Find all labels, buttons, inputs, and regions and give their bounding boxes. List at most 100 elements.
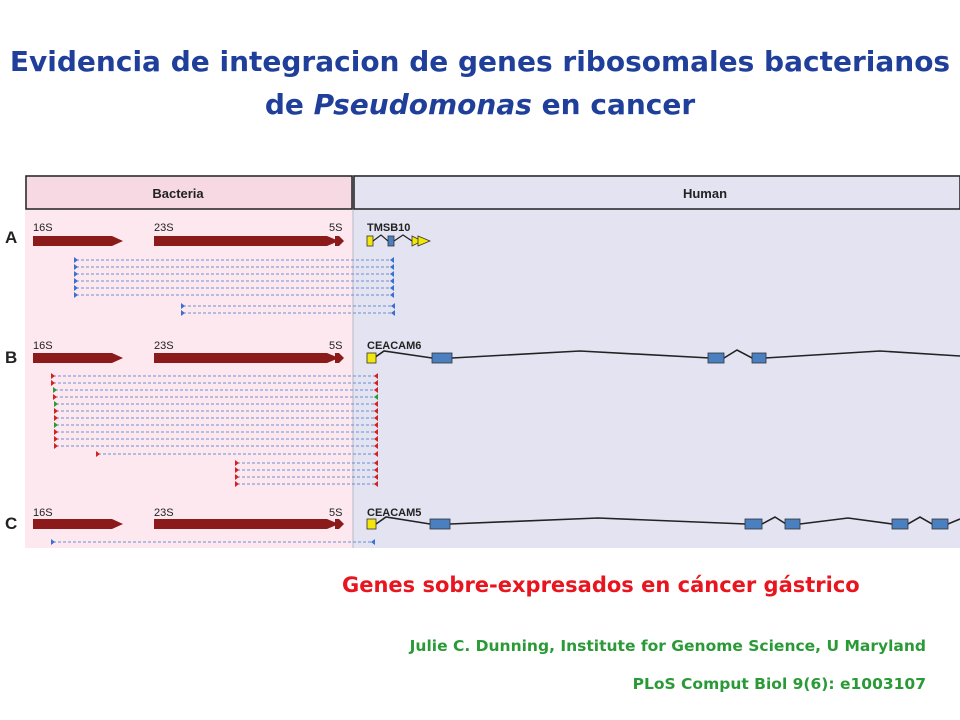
human-gene-label-c: CEACAM5 bbox=[367, 507, 421, 519]
title-line-2-suffix: en cancer bbox=[531, 88, 696, 121]
read-end bbox=[374, 429, 378, 435]
title-line-2: de Pseudomonas en cancer bbox=[0, 83, 960, 126]
read-end bbox=[235, 481, 239, 487]
read-end bbox=[74, 257, 78, 263]
panel-letter-c: C bbox=[5, 514, 17, 533]
read-end bbox=[54, 436, 58, 442]
page-title: Evidencia de integracion de genes riboso… bbox=[0, 40, 960, 126]
utr-arrow-a bbox=[411, 235, 423, 247]
read-ends-a bbox=[74, 257, 395, 316]
human-gene-label-a: TMSB10 bbox=[367, 222, 410, 234]
exon-b2 bbox=[707, 352, 725, 364]
read-end bbox=[374, 387, 378, 393]
utr-box-a bbox=[366, 235, 374, 247]
read-end bbox=[390, 278, 394, 284]
read-end bbox=[374, 436, 378, 442]
read-end bbox=[181, 310, 185, 316]
arrow-23s-b bbox=[154, 353, 339, 363]
read-end bbox=[390, 264, 394, 270]
read-end bbox=[374, 422, 378, 428]
panel-b: B 16S 23S 5S CEACAM6 bbox=[5, 340, 960, 487]
exon-c1 bbox=[429, 518, 451, 530]
bacteria-header bbox=[25, 175, 353, 210]
credit-reference: PLoS Comput Biol 9(6): e1003107 bbox=[632, 675, 926, 693]
label-5s-b: 5S bbox=[329, 340, 342, 352]
read-end bbox=[390, 292, 394, 298]
credit-author: Julie C. Dunning, Institute for Genome S… bbox=[409, 637, 926, 655]
label-23s-c: 23S bbox=[154, 507, 174, 519]
utr-box-b bbox=[366, 352, 377, 364]
read-end bbox=[235, 467, 239, 473]
read-end bbox=[374, 467, 378, 473]
read-end bbox=[54, 443, 58, 449]
label-16s-b: 16S bbox=[33, 340, 53, 352]
human-region bbox=[353, 175, 960, 548]
read-end bbox=[74, 264, 78, 270]
read-end bbox=[235, 460, 239, 466]
read-end bbox=[181, 303, 185, 309]
utr-box-c bbox=[366, 518, 377, 530]
read-end bbox=[374, 394, 378, 400]
read-end bbox=[51, 373, 55, 379]
utr-tail-a bbox=[417, 235, 432, 247]
human-gene-label-b: CEACAM6 bbox=[367, 340, 421, 352]
intron-a1 bbox=[372, 234, 389, 242]
read-end bbox=[54, 429, 58, 435]
read-end bbox=[54, 408, 58, 414]
arrow-16s-c bbox=[33, 519, 123, 529]
read-end bbox=[374, 460, 378, 466]
panel-letter-b: B bbox=[5, 348, 17, 367]
exon-c4 bbox=[891, 518, 909, 530]
read-end bbox=[390, 257, 394, 263]
panel-letter-a: A bbox=[5, 228, 17, 247]
read-end bbox=[390, 285, 394, 291]
title-line-1: Evidencia de integracion de genes riboso… bbox=[9, 45, 951, 78]
read-end bbox=[390, 271, 394, 277]
read-end bbox=[51, 380, 55, 386]
panel-a: A 16S 23S 5S TMSB10 bbox=[5, 222, 432, 316]
read-end bbox=[74, 292, 78, 298]
label-16s-c: 16S bbox=[33, 507, 53, 519]
label-23s-a: 23S bbox=[154, 222, 174, 234]
label-23s-b: 23S bbox=[154, 340, 174, 352]
exon-c3 bbox=[784, 518, 801, 530]
read-end bbox=[374, 481, 378, 487]
arrow-23s-a bbox=[154, 236, 339, 246]
header-bacteria-label: Bacteria bbox=[152, 186, 204, 201]
read-end bbox=[374, 401, 378, 407]
arrow-5s-c bbox=[335, 519, 344, 529]
read-end bbox=[74, 271, 78, 277]
arrow-23s-c bbox=[154, 519, 339, 529]
label-16s-a: 16S bbox=[33, 222, 53, 234]
title-line-2-prefix: de bbox=[264, 88, 314, 121]
read-end bbox=[391, 303, 395, 309]
read-end bbox=[374, 474, 378, 480]
read-end bbox=[374, 380, 378, 386]
read-end bbox=[391, 310, 395, 316]
intron-a2 bbox=[393, 234, 413, 242]
human-header bbox=[353, 175, 960, 210]
arrow-16s-a bbox=[33, 236, 123, 246]
integration-figure: Bacteria Human A 16S 23S 5S TMSB10 bbox=[5, 175, 960, 548]
read-end bbox=[235, 474, 239, 480]
reads-b bbox=[53, 375, 376, 485]
arrow-5s-a bbox=[335, 236, 344, 246]
exon-a1 bbox=[387, 235, 395, 247]
read-end bbox=[53, 387, 57, 393]
read-end bbox=[374, 408, 378, 414]
arrow-16s-b bbox=[33, 353, 123, 363]
read-end bbox=[74, 285, 78, 291]
reads-a bbox=[76, 259, 393, 314]
subtitle: Genes sobre-expresados en cáncer gástric… bbox=[342, 573, 860, 597]
read-end bbox=[374, 415, 378, 421]
read-end bbox=[374, 373, 378, 379]
arrow-5s-b bbox=[335, 353, 344, 363]
exon-b1 bbox=[431, 352, 453, 364]
exon-c5 bbox=[931, 518, 949, 530]
read-end bbox=[374, 451, 378, 457]
read-end bbox=[51, 539, 55, 545]
read-end bbox=[374, 443, 378, 449]
read-end bbox=[74, 278, 78, 284]
title-italic-organism: Pseudomonas bbox=[313, 88, 532, 121]
label-5s-a: 5S bbox=[329, 222, 342, 234]
